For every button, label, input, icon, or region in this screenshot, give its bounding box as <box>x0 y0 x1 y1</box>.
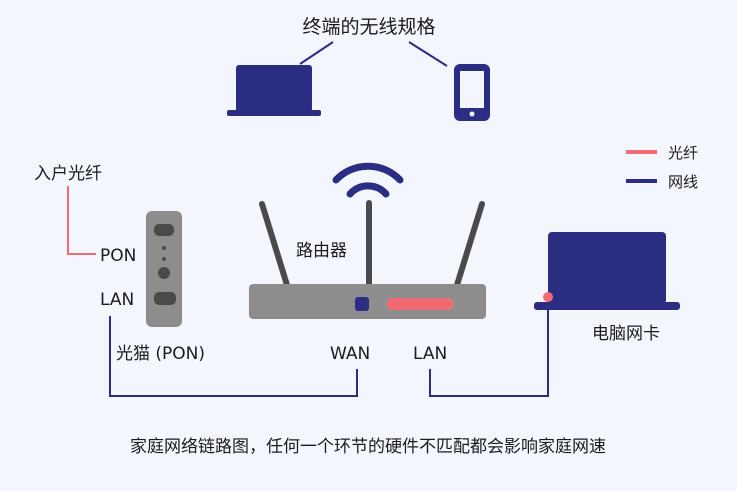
title-connector-right <box>408 41 448 67</box>
legend-fiber-label: 光纤 <box>668 144 698 162</box>
cable-modem-to-wan <box>109 316 358 397</box>
diagram-title: 终端的无线规格 <box>302 16 435 38</box>
wan-port-label: WAN <box>330 344 370 364</box>
phone-icon <box>454 64 490 121</box>
router-label: 路由器 <box>296 241 347 261</box>
router-lan-port-label: LAN <box>413 344 447 364</box>
fiber-cable <box>67 186 96 255</box>
lan-port-label: LAN <box>100 290 134 310</box>
title-connector-left <box>299 41 334 65</box>
modem-icon <box>146 211 182 327</box>
modem-label: 光猫 (PON) <box>116 344 205 364</box>
network-card-port <box>543 292 553 302</box>
diagram-caption: 家庭网络链路图，任何一个环节的硬件不匹配都会影响家庭网速 <box>130 437 606 457</box>
fiber-in-label: 入户光纤 <box>34 164 102 184</box>
router-icon <box>249 200 486 319</box>
pc-laptop-icon <box>534 232 680 310</box>
wifi-icon <box>332 162 404 198</box>
pon-port-label: PON <box>100 246 136 266</box>
pc-card-label: 电脑网卡 <box>592 324 660 344</box>
cable-lan-to-pc <box>429 297 549 397</box>
laptop-icon <box>227 65 321 116</box>
legend-network-label: 网线 <box>668 173 698 191</box>
legend: 光纤 网线 <box>626 144 698 191</box>
